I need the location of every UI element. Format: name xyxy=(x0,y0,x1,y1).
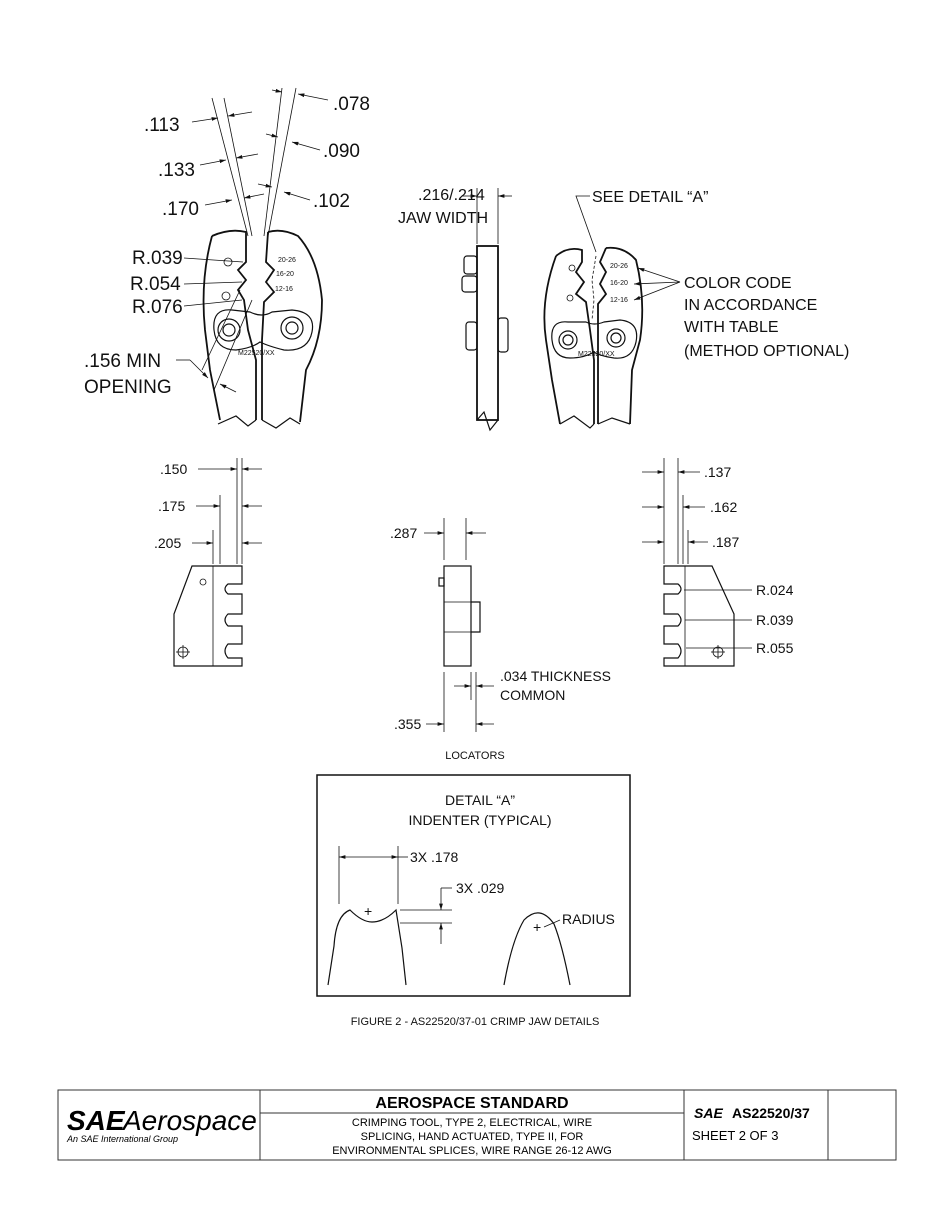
see-detail-label: SEE DETAIL “A” xyxy=(592,189,708,206)
dim-078: .078 xyxy=(333,94,370,115)
left-jaw-outline xyxy=(211,229,257,420)
standard-heading: AEROSPACE STANDARD xyxy=(375,1095,568,1112)
description-line: SPLICING, HAND ACTUATED, TYPE II, FOR xyxy=(361,1131,584,1143)
jaw-marking: M22520/XX xyxy=(578,351,615,358)
gauge-mark: 20-26 xyxy=(278,257,296,264)
dim-102: .102 xyxy=(313,191,350,212)
gauge-mark: 16-20 xyxy=(610,280,628,287)
svg-text:+: + xyxy=(533,919,541,935)
color-code-line: (METHOD OPTIONAL) xyxy=(684,343,849,360)
jaw-detail-view: M22520/XX 20-26 16-20 12-16 SEE DETAIL “… xyxy=(543,189,849,429)
dim-090: .090 xyxy=(323,141,360,162)
logo-aerospace: Aerospace xyxy=(121,1105,257,1136)
dim-width: 3X .178 xyxy=(410,849,458,865)
right-pivot-pin xyxy=(280,316,304,340)
radius-054: R.054 xyxy=(130,274,181,295)
break-line xyxy=(217,415,301,429)
min-opening-dim: .156 MIN xyxy=(84,351,161,372)
description-line: CRIMPING TOOL, TYPE 2, ELECTRICAL, WIRE xyxy=(352,1117,592,1129)
locator-right: .137 .162 .187 R.024 R.039 R.055 xyxy=(642,458,794,667)
locator-left: .150 .175 .205 xyxy=(154,458,262,667)
right-jaw-inner xyxy=(261,231,276,420)
description-line: ENVIRONMENTAL SPLICES, WIRE RANGE 26-12 … xyxy=(332,1145,612,1157)
dim-133: .133 xyxy=(158,160,195,181)
figure-caption: FIGURE 2 - AS22520/37-01 CRIMP JAW DETAI… xyxy=(351,1016,600,1028)
jaw-width-label: JAW WIDTH xyxy=(398,210,488,227)
pivot-plate xyxy=(213,309,314,351)
radius-076: R.076 xyxy=(132,297,183,318)
radius-039: R.039 xyxy=(132,248,183,269)
thickness-common: COMMON xyxy=(500,687,565,703)
detail-a-box: DETAIL “A” INDENTER (TYPICAL) + 3X .178 … xyxy=(316,774,631,997)
gauge-mark: 12-16 xyxy=(610,297,628,304)
locator-mid-body xyxy=(443,565,472,667)
radius-024: R.024 xyxy=(756,582,794,598)
color-code-line: WITH TABLE xyxy=(684,319,779,336)
gauge-mark: 20-26 xyxy=(610,263,628,270)
sheet-number: SHEET 2 OF 3 xyxy=(692,1128,778,1143)
radius-055: R.055 xyxy=(756,640,794,656)
dim-205: .205 xyxy=(154,535,181,551)
svg-text:+: + xyxy=(364,903,372,919)
min-opening-label: OPENING xyxy=(84,377,172,398)
jaw-width-dim: .216/.214 xyxy=(418,187,485,204)
dim-287: .287 xyxy=(390,525,417,541)
locators-label: LOCATORS xyxy=(445,750,505,762)
jaw-front-view: M22520/XX 20-26 16-20 12-16 .113 .133 .1… xyxy=(84,87,370,429)
radius-039: R.039 xyxy=(756,612,794,628)
thickness-label: .034 THICKNESS xyxy=(500,668,611,684)
detail-a-frame xyxy=(316,774,631,997)
radius-label: RADIUS xyxy=(562,911,615,927)
doc-prefix: SAE xyxy=(694,1105,723,1121)
doc-number: AS22520/37 xyxy=(732,1105,810,1121)
dim-113: .113 xyxy=(144,115,180,136)
dim-175: .175 xyxy=(158,498,185,514)
indenter-profile xyxy=(327,908,407,986)
color-code-line: IN ACCORDANCE xyxy=(684,297,817,314)
left-jaw-edge xyxy=(202,235,221,421)
dim-187: .187 xyxy=(712,534,739,550)
dim-depth: 3X .029 xyxy=(456,880,504,896)
gauge-mark: 12-16 xyxy=(275,286,293,293)
title-block-frame xyxy=(57,1089,897,1161)
detail-a-title: DETAIL “A” xyxy=(445,792,515,808)
jaw-marking: M22520/XX xyxy=(238,350,275,357)
locator-left-body xyxy=(173,565,243,667)
locator-right-body xyxy=(663,565,735,667)
dim-355: .355 xyxy=(394,716,421,732)
jaw-side-view: .216/.214 JAW WIDTH xyxy=(398,187,512,432)
detail-a-subtitle: INDENTER (TYPICAL) xyxy=(408,812,551,828)
left-pivot-pin xyxy=(217,318,241,342)
jaw-side-body xyxy=(476,245,499,421)
color-code-line: COLOR CODE xyxy=(684,275,792,292)
radius-profile xyxy=(503,912,571,986)
dim-150: .150 xyxy=(160,461,187,477)
logo-subtitle: An SAE International Group xyxy=(66,1134,178,1144)
locator-middle: .287 .034 THICKNESS COMMON .355 xyxy=(390,518,611,732)
dim-170: .170 xyxy=(162,199,199,220)
dim-162: .162 xyxy=(710,499,737,515)
title-block: SAE Aerospace An SAE International Group… xyxy=(57,1089,897,1161)
logo-sae: SAE xyxy=(67,1105,126,1136)
gauge-mark: 16-20 xyxy=(276,271,294,278)
right-jaw-outline xyxy=(267,229,323,423)
dim-137: .137 xyxy=(704,464,731,480)
